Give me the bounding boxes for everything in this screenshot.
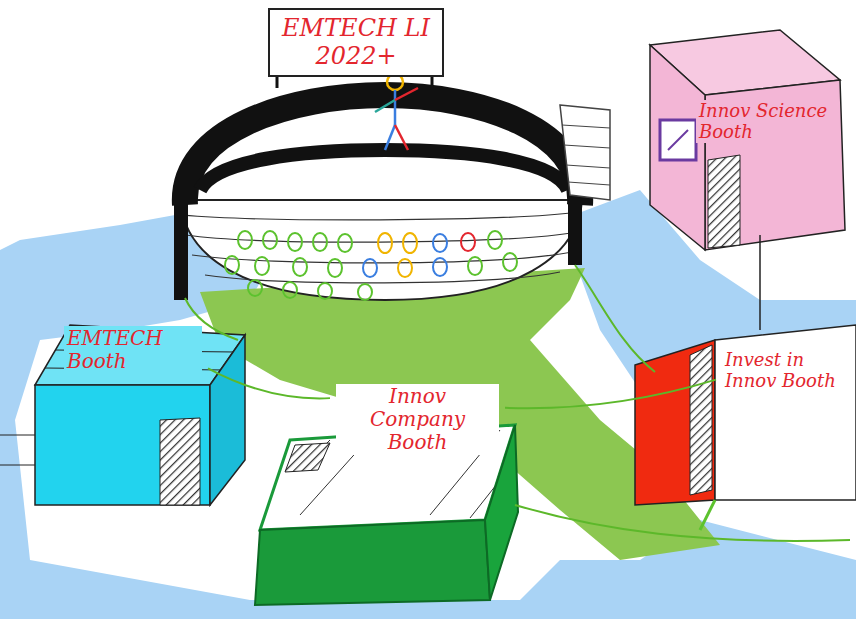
booth-name: Innov Science Booth <box>696 100 834 143</box>
invest-booth-part <box>690 345 712 495</box>
invest-booth-part <box>700 500 715 530</box>
stage-seating-part <box>468 257 482 275</box>
connector-line <box>505 380 716 409</box>
company-booth-part <box>285 443 330 472</box>
booth-label: EMTECH Booth <box>58 322 208 378</box>
stage-seating-part <box>503 253 517 271</box>
stage-seating-part <box>180 200 582 300</box>
stage-roof-part <box>568 190 582 265</box>
science-booth-part <box>650 45 705 250</box>
green-walkway-part <box>200 268 720 560</box>
emtech-booth-part <box>35 385 210 505</box>
connector-path <box>208 368 330 398</box>
booth-label: Innov Company Booth <box>330 380 505 459</box>
booth-name: EMTECH LI 2022+ <box>276 14 436 71</box>
speaker-figure-part <box>395 125 408 150</box>
stage-seating-part <box>488 231 502 249</box>
stairs-part <box>560 105 610 200</box>
science-booth-part <box>708 155 740 248</box>
connector-path <box>505 380 716 409</box>
stage-seating-part <box>293 258 307 276</box>
stage-seating-part <box>433 234 447 252</box>
stage-wires <box>185 265 850 541</box>
stairs-part <box>562 125 610 128</box>
green-walkway <box>200 268 720 560</box>
science-booth <box>650 30 845 330</box>
booth-label: Innov Science Booth <box>690 96 840 147</box>
connector-line <box>208 368 330 398</box>
emtech-booth-part <box>0 465 35 466</box>
stage-seating-part <box>283 282 297 298</box>
stage-seating-part <box>328 259 342 277</box>
science-booth-part <box>660 120 696 160</box>
speaker-figure-part <box>375 100 395 112</box>
emtech-booth <box>0 325 245 505</box>
booth-name: Innov Company Booth <box>336 384 499 455</box>
booth-name: EMTECH Booth <box>64 326 202 374</box>
invest-booth <box>635 325 856 530</box>
stage-seating-part <box>225 256 239 274</box>
invest-booth-part <box>715 325 856 500</box>
stage-roof-part <box>174 190 188 300</box>
speaker-figure-part <box>394 90 397 125</box>
stage-roof-part <box>185 95 580 205</box>
stage-seating-part <box>288 233 302 251</box>
stage-seating-part <box>403 233 417 253</box>
stage-seating-part <box>255 257 269 275</box>
stage-wires-part <box>515 505 850 541</box>
emtech-booth-part <box>35 325 245 385</box>
stage-seating-part <box>378 233 392 253</box>
company-booth-part <box>255 520 490 605</box>
stage-wires-part <box>575 265 655 372</box>
speaker-figure <box>375 74 418 150</box>
stage-roof-part <box>200 150 568 190</box>
stage-seating-part <box>363 259 377 277</box>
stage-seating-part <box>248 280 262 296</box>
booth-label: Invest in Innov Booth <box>716 345 850 396</box>
science-booth-part <box>668 130 688 150</box>
stage-seating-part <box>238 231 252 249</box>
emtech-booth-part <box>210 335 245 505</box>
science-booth-part <box>759 235 761 330</box>
stage-seating-part <box>318 283 332 299</box>
stage-seating-part <box>461 233 475 251</box>
speaker-figure-part <box>395 88 418 100</box>
stage-seating <box>180 200 582 300</box>
stairs-part <box>568 182 610 185</box>
stage-seating-part <box>263 231 277 249</box>
emtech-booth-part <box>0 435 35 436</box>
stage-seating-part <box>338 234 352 252</box>
stairs-part <box>564 145 610 148</box>
stage-seating-part <box>313 233 327 251</box>
stairs <box>560 105 610 200</box>
stage-seating-part <box>398 259 412 277</box>
stage-seating-part <box>182 212 580 220</box>
blue-ground <box>0 190 856 619</box>
stage-seating-part <box>433 258 447 276</box>
stairs-part <box>566 165 610 168</box>
emtech-booth-part <box>160 418 200 505</box>
sign-board: EMTECH LI 2022+ <box>268 8 444 77</box>
stage-seating-part <box>358 284 372 300</box>
speaker-figure-part <box>385 125 395 150</box>
booth-name: Invest in Innov Booth <box>722 349 844 392</box>
stage-roof <box>174 70 582 300</box>
